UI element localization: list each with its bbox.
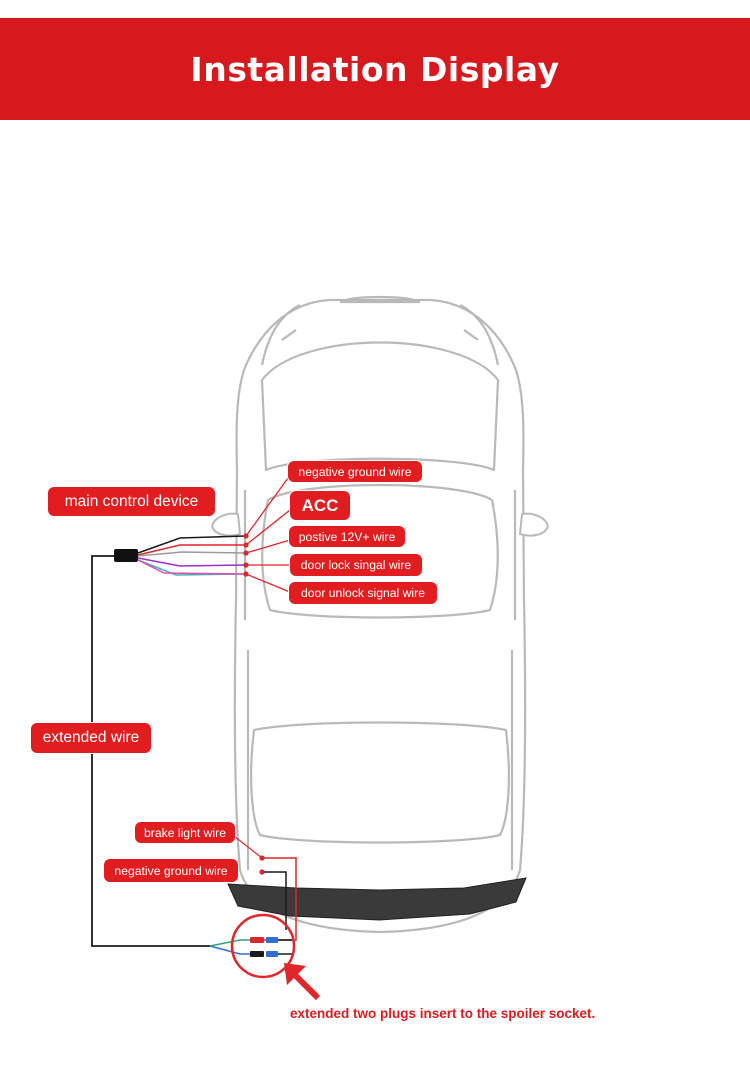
label-negative-ground-wire-bottom: negative ground wire [104,859,238,882]
label-extended-wire-text: extended wire [42,729,140,746]
label-positive-12v-wire-text: postive 12V+ wire [298,529,396,544]
plug-connectors [209,937,292,957]
header-banner: Installation Display [0,18,750,120]
label-positive-12v-wire: postive 12V+ wire [289,526,405,547]
label-acc-text: ACC [301,495,339,515]
main-control-box [114,549,138,562]
ground-wire-dot [259,869,265,875]
label-negative-ground-wire-top: negative ground wire [288,461,422,482]
label-door-lock-signal-wire-text: door lock singal wire [300,558,412,572]
brake-leader [233,835,263,859]
label-negative-ground-wire-bottom-text: negative ground wire [114,863,228,878]
highlight-circle [230,913,296,979]
caption-instruction: extended two plugs insert to the spoiler… [290,1006,596,1021]
label-door-lock-signal-wire: door lock singal wire [290,554,422,576]
label-brake-light-wire-text: brake light wire [144,825,226,840]
label-door-unlock-signal-wire-text: door unlock signal wire [301,586,425,600]
label-main-control-device-text: main control device [64,492,199,510]
label-brake-light-wire: brake light wire [135,822,235,843]
spoiler [227,877,527,921]
page-title: Installation Display [190,49,560,89]
car-outline [233,295,527,934]
mirror-left [210,512,242,537]
wires-to-car [137,535,246,576]
wire-pink [137,559,246,575]
label-main-control-device: main control device [48,487,215,516]
mirror-right [518,512,550,537]
label-extended-wire: extended wire [31,723,151,753]
label-negative-ground-wire-top-text: negative ground wire [298,464,412,479]
label-leaders [245,477,291,593]
arrow-icon [284,963,321,1001]
label-acc: ACC [290,491,350,520]
label-door-unlock-signal-wire: door unlock signal wire [289,582,437,604]
